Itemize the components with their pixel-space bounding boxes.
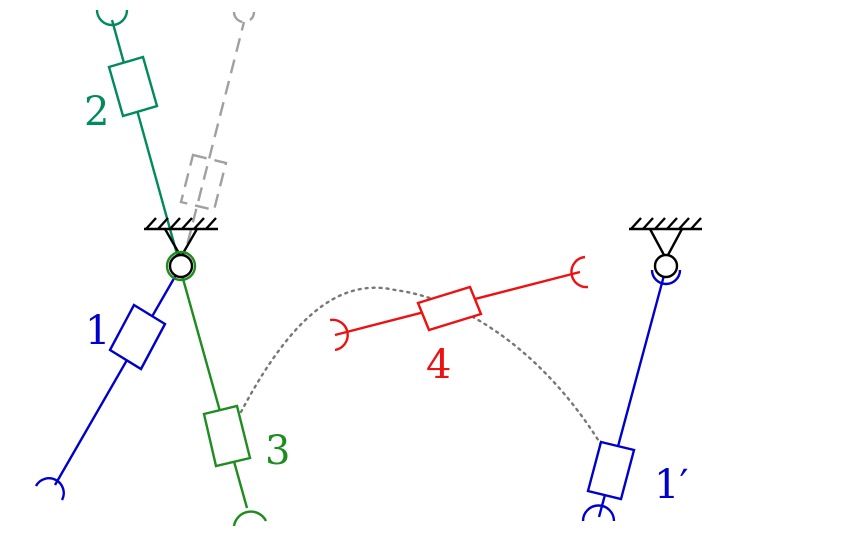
link-1 [34, 267, 182, 501]
link-4 [329, 255, 589, 352]
label-link-3: 3 [265, 428, 290, 474]
right-pivot-support [629, 217, 702, 256]
link-3 [178, 267, 268, 527]
ghost-link [179, 11, 256, 266]
label-link-1: 1 [85, 308, 110, 354]
label-link-4: 4 [426, 342, 451, 388]
label-link-2: 2 [84, 89, 109, 135]
link-1-prime [581, 267, 682, 522]
right-pivot-joint [653, 253, 679, 279]
dotted-trajectory [239, 286, 615, 467]
left-pivot-support [144, 217, 218, 282]
link-2 [95, 9, 182, 266]
label-link-1-prime: 1′ [654, 462, 689, 508]
